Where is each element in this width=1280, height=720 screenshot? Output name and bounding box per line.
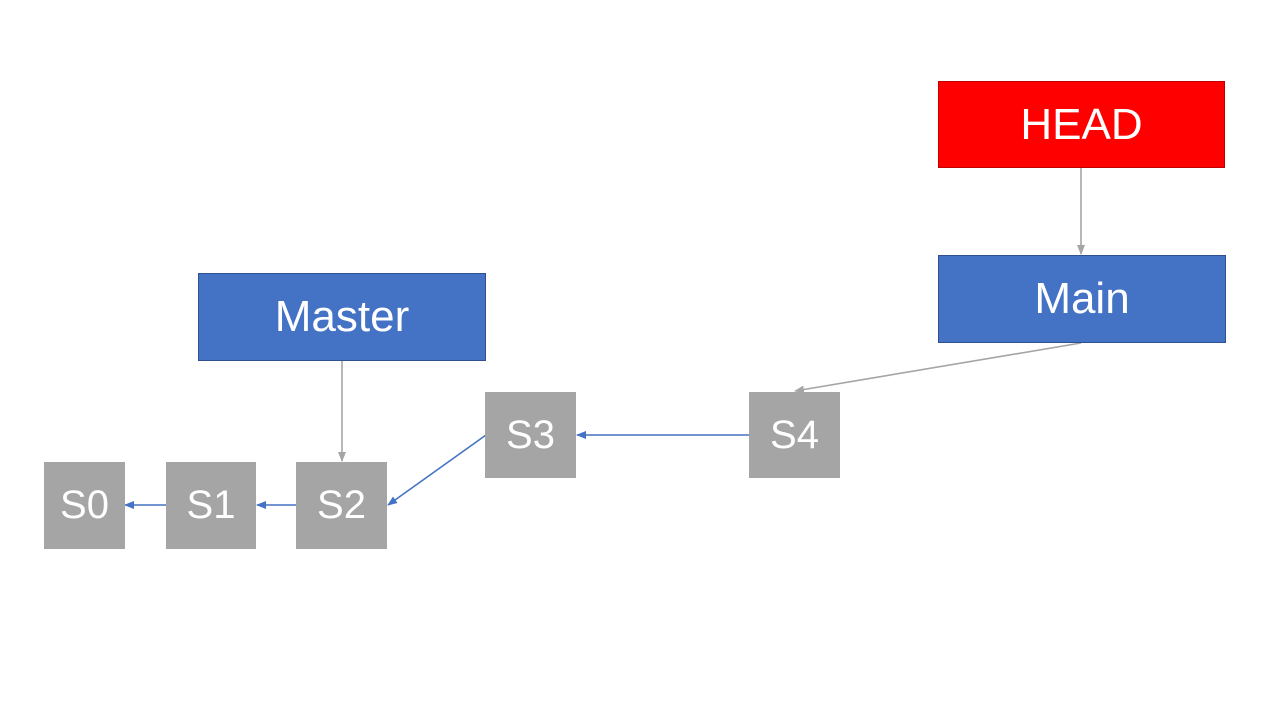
commit-s4: S4: [749, 392, 840, 478]
branch-main: Main: [938, 255, 1226, 343]
branch-master-label: Master: [274, 292, 410, 341]
commit-s2: S2: [296, 462, 387, 549]
commit-s0: S0: [44, 462, 125, 549]
arrow-main-to-s4: [794, 342, 1082, 394]
branch-master: Master: [198, 273, 486, 361]
commit-s2-label: S2: [317, 483, 366, 527]
commit-s3-label: S3: [506, 412, 555, 457]
head-label: HEAD: [1020, 99, 1143, 149]
arrow-s3-to-s2: [387, 434, 487, 506]
head-pointer: HEAD: [938, 81, 1225, 168]
commit-s3: S3: [485, 392, 576, 478]
commit-s4-label: S4: [770, 412, 819, 457]
commit-s1: S1: [166, 462, 256, 549]
commit-s1-label: S1: [186, 483, 236, 527]
branch-main-label: Main: [1034, 274, 1130, 323]
commit-s0-label: S0: [60, 483, 109, 527]
